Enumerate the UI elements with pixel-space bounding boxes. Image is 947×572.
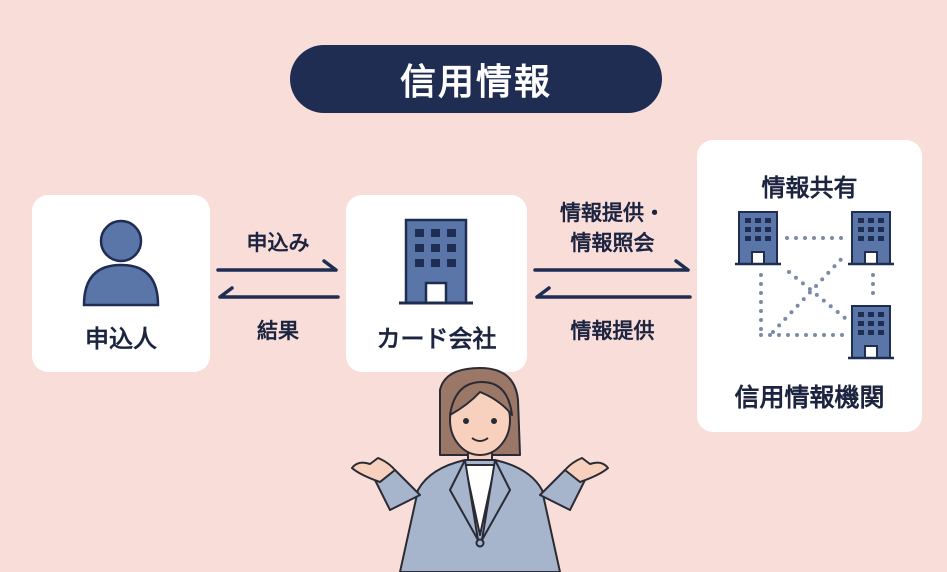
bureau-building-2	[846, 210, 896, 266]
applicant-label: 申込人	[85, 325, 157, 353]
arrow-left-icon	[535, 286, 692, 299]
card-company-label: カード会社	[376, 325, 497, 353]
arrow-right-icon	[533, 259, 690, 272]
card-company-box: カード会社	[346, 195, 527, 372]
title-banner: 信用情報	[290, 45, 662, 113]
presenter-illustration	[351, 367, 609, 572]
result-label: 結果	[257, 319, 299, 343]
provide-inquire-label-1: 情報提供・	[560, 201, 665, 225]
building-network-icon	[733, 210, 896, 360]
arrow-left-icon	[218, 286, 340, 299]
bureau-building-1	[733, 210, 783, 266]
title-text: 信用情報	[399, 62, 552, 103]
building-icon	[399, 218, 473, 305]
arrows-applicant-company	[216, 259, 340, 299]
credit-bureau-label: 信用情報機関	[734, 383, 885, 412]
provide-inquire-label-2: 情報照会	[570, 231, 655, 255]
arrow-right-icon	[216, 259, 338, 272]
bureau-building-3	[846, 304, 896, 360]
arrows-company-bureau	[533, 259, 692, 299]
credit-bureau-box: 情報共有 信用情報機関	[697, 140, 922, 432]
info-sharing-title: 情報共有	[761, 174, 858, 202]
provide-label: 情報提供	[570, 319, 655, 343]
applicant-box: 申込人	[32, 195, 210, 372]
person-icon	[82, 219, 160, 307]
apply-label: 申込み	[246, 231, 310, 255]
